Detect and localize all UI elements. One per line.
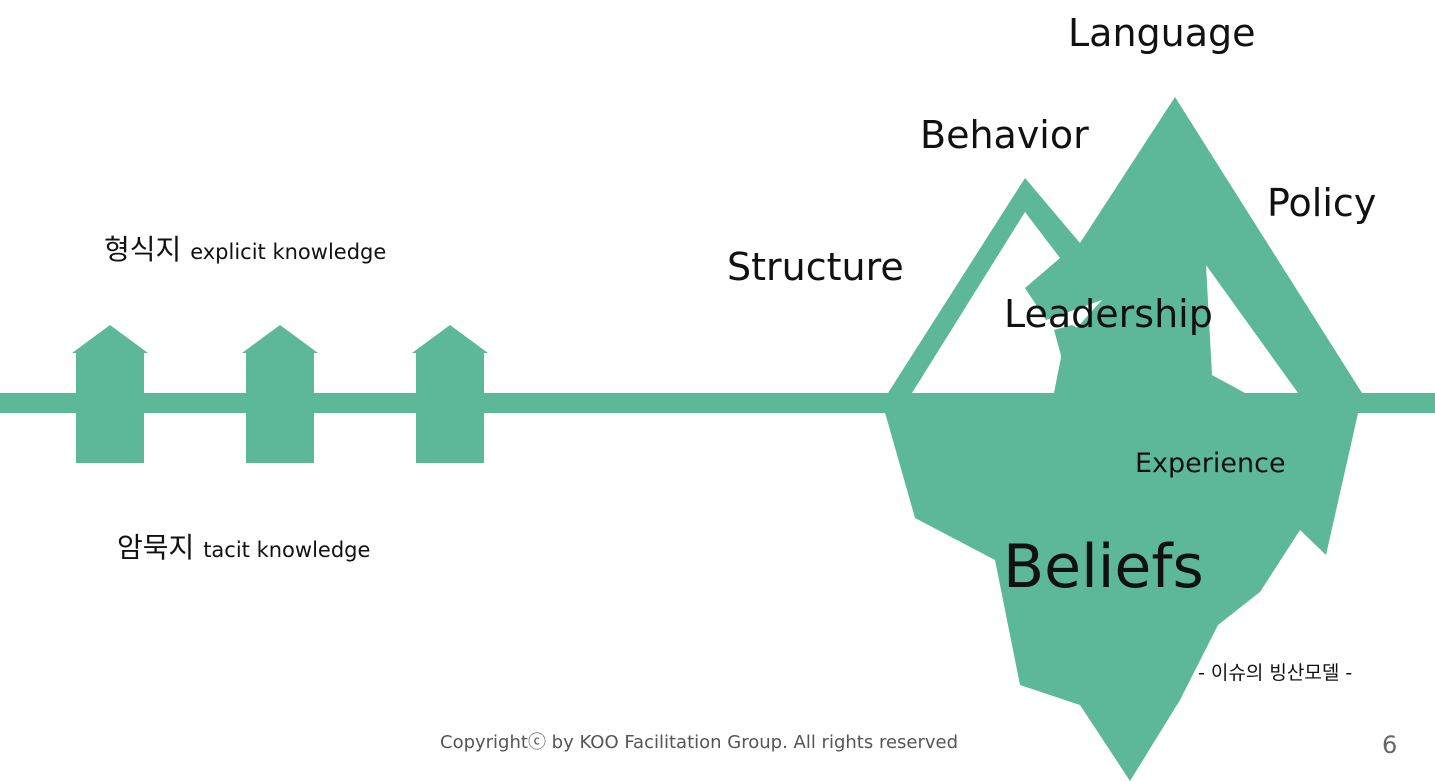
tacit-en: tacit knowledge [203,538,371,562]
iceberg-outline [888,97,1362,393]
iceberg-inner-shard [1054,325,1135,393]
house-arrow-1 [72,325,148,463]
house-arrow-2 [242,325,318,463]
copyright-text: Copyrightⓒ by KOO Facilitation Group. Al… [440,732,959,753]
page-number: 6 [1382,731,1398,759]
label-behavior: Behavior [920,113,1089,157]
iceberg-submerged [880,395,1362,781]
label-experience: Experience [1135,448,1286,479]
label-language: Language [1068,11,1256,55]
label-structure: Structure [727,245,904,289]
explicit-kr: 형식지 [104,233,182,266]
label-leadership: Leadership [1004,292,1213,336]
iceberg-model-caption: - 이슈의 빙산모델 - [1198,662,1353,684]
explicit-en: explicit knowledge [190,240,387,264]
tacit-knowledge-label: 암묵지 tacit knowledge [117,534,370,562]
label-policy: Policy [1267,181,1377,225]
label-beliefs: Beliefs [1003,532,1204,602]
explicit-knowledge-label: 형식지 explicit knowledge [104,236,386,264]
house-arrow-3 [412,325,488,463]
tacit-kr: 암묵지 [117,531,195,564]
